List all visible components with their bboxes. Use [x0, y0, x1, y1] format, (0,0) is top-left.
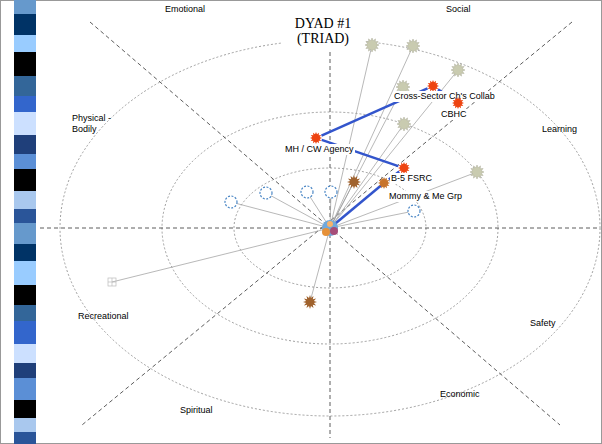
strip-block — [14, 432, 36, 444]
strip-block — [14, 344, 36, 363]
contact-node: Mommy & Me Grp — [378, 177, 390, 189]
node-label: MH / CW Agency — [284, 144, 355, 155]
contact-circle — [260, 187, 272, 199]
sector-label: Social — [446, 4, 471, 14]
axis-line — [40, 228, 600, 229]
thin-tie — [330, 172, 477, 228]
sector-label: Spiritual — [180, 405, 213, 415]
contact-node: MH / CW Agency — [310, 132, 322, 144]
strip-block — [14, 35, 36, 52]
axis-line — [330, 52, 331, 438]
minor-contacts — [225, 38, 484, 309]
contact-circle — [408, 205, 420, 217]
contact-dot — [451, 63, 465, 77]
contact-dot — [303, 295, 317, 309]
strip-block — [14, 261, 36, 285]
contact-node: CBHC — [452, 97, 464, 109]
contact-node: B-5 FSRC — [398, 162, 410, 174]
strip-block — [14, 285, 36, 305]
strip-block — [14, 305, 36, 321]
strip-block — [14, 244, 36, 261]
contact-dot — [406, 39, 420, 53]
side-strip — [14, 0, 36, 444]
grid-icon — [108, 278, 116, 286]
node-label: CBHC — [440, 109, 468, 120]
sector-label: Emotional — [165, 4, 205, 14]
family-icon-part — [330, 227, 338, 235]
family-icon-part — [322, 220, 338, 236]
sector-label: Recreational — [78, 311, 129, 321]
thin-tie — [330, 45, 372, 228]
strip-block — [14, 209, 36, 223]
contact-dot — [397, 117, 411, 131]
contact-dot — [347, 175, 361, 189]
node-star — [452, 97, 464, 109]
thin-tie — [310, 228, 330, 302]
strip-block — [14, 14, 36, 35]
grid-icon-line — [108, 282, 116, 283]
node-label: B-5 FSRC — [390, 173, 433, 184]
strip-block — [14, 0, 36, 14]
strip-block — [14, 135, 36, 154]
strip-block — [14, 321, 36, 344]
thin-tie — [231, 202, 330, 228]
contact-circle — [325, 186, 337, 198]
contact-dot — [470, 165, 484, 179]
axis-line — [82, 22, 572, 425]
sector-label: Physical - Bodily — [72, 113, 118, 135]
strip-block — [14, 191, 36, 209]
family-icon-part — [322, 228, 330, 236]
node-label: Mommy & Me Grp — [388, 191, 463, 202]
node-star-shape — [310, 132, 322, 144]
strip-block — [14, 96, 36, 112]
strip-block — [14, 378, 36, 400]
thin-tie — [112, 228, 330, 282]
strip-block — [14, 418, 36, 432]
thin-tie — [330, 211, 414, 228]
node-star — [310, 132, 322, 144]
contact-dot — [365, 38, 379, 52]
contact-circle — [225, 196, 237, 208]
node-star-shape — [378, 177, 390, 189]
strip-block — [14, 223, 36, 244]
diagram-title: DYAD #1 (TRIAD) — [281, 16, 365, 46]
thin-ties — [112, 45, 477, 302]
strip-block — [14, 400, 36, 418]
contact-circle — [301, 186, 313, 198]
axis-line — [90, 22, 560, 425]
sector-axes — [40, 22, 600, 438]
thin-tie — [330, 87, 403, 228]
grid-icon-box — [108, 278, 116, 286]
strip-block — [14, 52, 36, 76]
strip-block — [14, 363, 36, 378]
contact-node: Cross-Sector Ch's Collab — [427, 80, 439, 92]
strip-block — [14, 169, 36, 191]
node-star — [378, 177, 390, 189]
node-star-shape — [452, 97, 464, 109]
center-tie — [330, 183, 384, 228]
sector-label: Safety — [530, 318, 556, 328]
sector-label: Learning — [542, 124, 577, 134]
node-label: Cross-Sector Ch's Collab — [393, 91, 496, 102]
strip-block — [14, 154, 36, 169]
sector-label: Economic — [440, 389, 480, 399]
thin-tie — [266, 193, 330, 228]
strip-block — [14, 76, 36, 96]
strip-block — [14, 112, 36, 135]
family-icon — [322, 220, 338, 236]
family-icon-part — [327, 221, 333, 227]
